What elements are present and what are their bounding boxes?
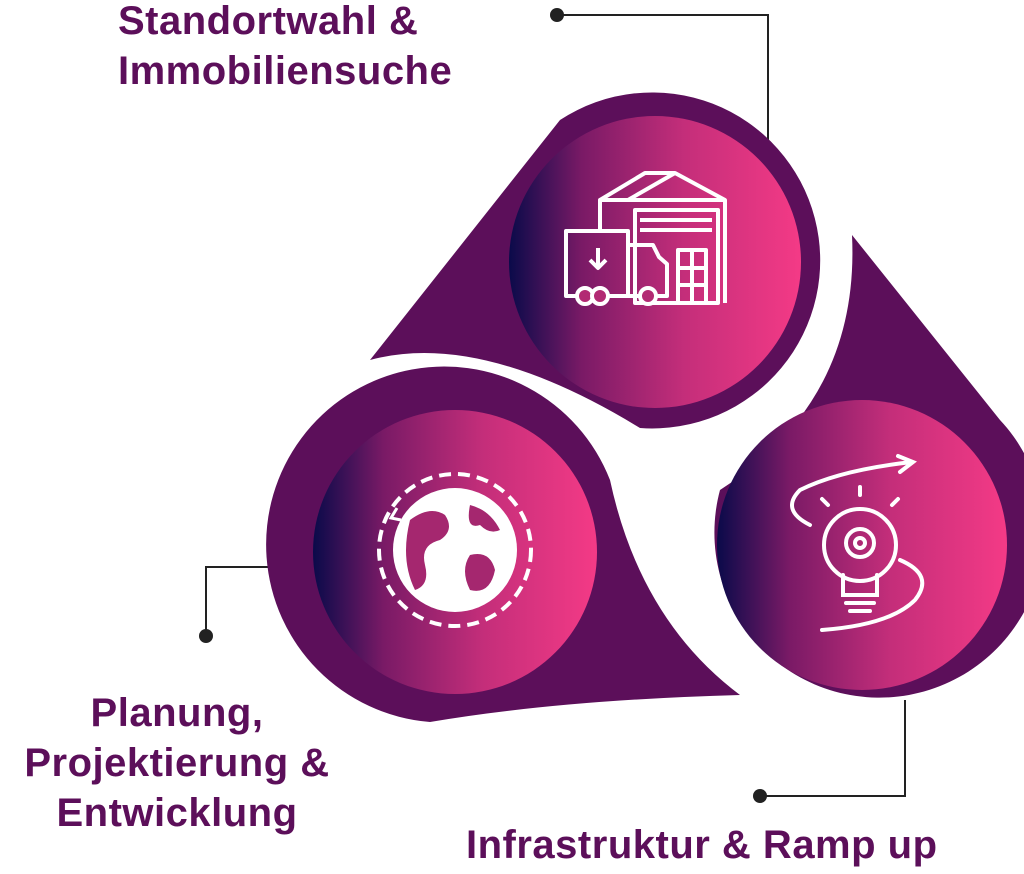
leader-line-top (557, 14, 769, 150)
step-drop-right (714, 235, 1024, 698)
step-label-infrastruktur: Infrastruktur & Ramp up (466, 820, 938, 870)
label-line: Planung, (90, 691, 264, 735)
lightbulb-gear-icon (790, 454, 925, 632)
leader-line-left (205, 566, 290, 636)
step-label-standortwahl: Standortwahl & Immobiliensuche (118, 0, 452, 96)
label-line: Infrastruktur & Ramp up (466, 823, 938, 867)
globe-icon (377, 472, 533, 628)
label-line: Standortwahl & (118, 0, 419, 43)
leader-dot-top (550, 8, 564, 22)
label-line: Projektierung & (24, 741, 330, 785)
step-drop-top (370, 92, 821, 429)
step-label-planung: Planung, Projektierung & Entwicklung (0, 688, 354, 838)
leader-dot-right (753, 789, 767, 803)
label-line: Immobiliensuche (118, 49, 453, 93)
warehouse-truck-icon (564, 171, 727, 306)
leader-line-right (760, 700, 906, 797)
leader-dot-left (199, 629, 213, 643)
label-line: Entwicklung (56, 791, 298, 835)
